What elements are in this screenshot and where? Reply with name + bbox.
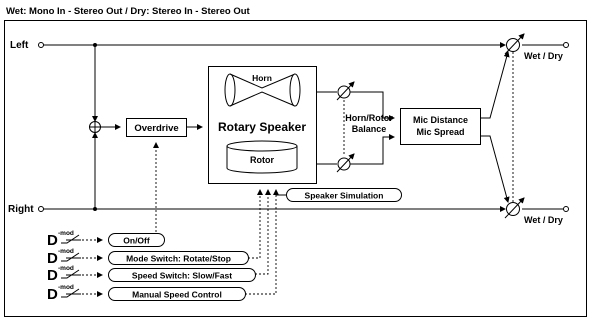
horn-icon <box>224 73 301 107</box>
mode-switch-label: Mode Switch: Rotate/Stop <box>126 254 231 264</box>
horn-balance-knob <box>336 81 355 101</box>
mic-distance-label: Mic Distance <box>413 115 468 125</box>
summing-node <box>89 121 101 133</box>
onoff-switch <box>108 233 165 247</box>
rotor-to-mic-line <box>350 134 395 165</box>
mic-spread-label: Mic Spread <box>416 127 464 137</box>
dmod-mod-glyph: -mod <box>58 265 74 272</box>
speaker-simulation-switch <box>286 188 402 202</box>
rotor-balance-knob <box>336 153 355 173</box>
dmod-mod-glyph: -mod <box>58 230 74 237</box>
rotor-label: Rotor <box>250 155 274 165</box>
speaker-simulation-label: Speaker Simulation <box>305 191 384 201</box>
rotary-speaker-label: Rotary Speaker <box>218 120 306 134</box>
dmod-mod-glyph: -mod <box>58 284 74 291</box>
control-manual-speed: D -mod Manual Speed Control <box>47 284 246 303</box>
speed-switch-label: Speed Switch: Slow/Fast <box>132 271 232 281</box>
dmod-wave-icon <box>61 269 80 279</box>
speed-switch-control-line <box>255 189 271 275</box>
balance-label-line1: Horn/Rotor <box>345 113 393 123</box>
overdrive-block <box>126 118 187 137</box>
manual-speed-label: Manual Speed Control <box>132 290 222 300</box>
rotor-icon <box>226 140 298 174</box>
overdrive-label: Overdrive <box>134 123 178 134</box>
dmod-wave-icon <box>61 234 80 244</box>
dmod-d-glyph: D <box>47 250 58 267</box>
dmod-d-glyph: D <box>47 267 58 284</box>
mode-switch-control-line <box>248 189 263 259</box>
dmod-d-glyph: D <box>47 286 58 303</box>
mic-to-right-wet-line <box>481 135 510 203</box>
onoff-control-line <box>153 142 164 241</box>
control-onoff: D -mod On/Off <box>47 230 165 249</box>
right-input-label: Right <box>8 204 34 215</box>
dmod-mod-glyph: -mod <box>58 248 74 255</box>
left-input-terminal <box>38 42 44 48</box>
horn-to-mic-line <box>350 91 395 121</box>
right-input-terminal <box>38 206 44 212</box>
left-input-label: Left <box>10 40 29 51</box>
left-output-terminal <box>563 42 569 48</box>
mic-distance-block <box>400 108 481 145</box>
wet-dry-label-top: Wet / Dry <box>524 51 563 61</box>
control-speed-switch: D -mod Speed Switch: Slow/Fast <box>47 265 256 284</box>
control-mode-switch: D -mod Mode Switch: Rotate/Stop <box>47 248 249 267</box>
dmod-wave-icon <box>61 252 80 262</box>
mic-to-left-wet-line <box>481 51 510 119</box>
dmod-wave-icon <box>61 288 80 298</box>
wet-dry-label-bottom: Wet / Dry <box>524 215 563 225</box>
wet-dry-knob-left <box>504 33 525 55</box>
right-output-terminal <box>563 206 569 212</box>
dmod-d-glyph: D <box>47 232 58 249</box>
onoff-label: On/Off <box>123 236 150 246</box>
diagram-frame <box>4 20 587 317</box>
mode-switch-control <box>108 251 249 265</box>
wet-dry-knob-right <box>504 197 525 219</box>
horn-label: Horn <box>252 73 272 83</box>
manual-speed-control-line <box>245 189 279 295</box>
speed-switch-control <box>108 268 256 282</box>
balance-label-line2: Balance <box>352 124 387 134</box>
diagram-title: Wet: Mono In - Stereo Out / Dry: Stereo … <box>6 6 251 17</box>
manual-speed-control <box>108 287 246 301</box>
